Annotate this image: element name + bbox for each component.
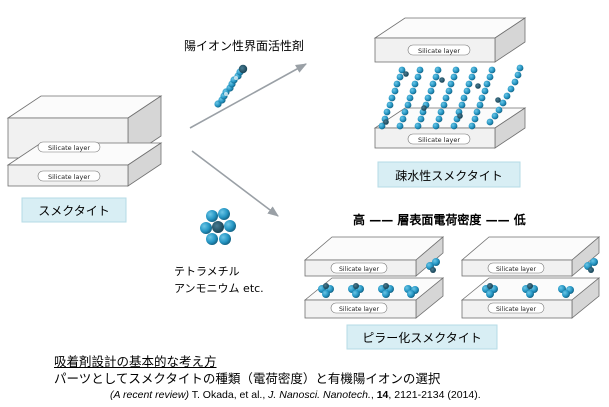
density-dash: —— — [485, 213, 510, 227]
reference-authors: T. Okada, et al., — [188, 389, 269, 401]
surfactant-chain — [468, 66, 496, 130]
svg-text:Silicate layer: Silicate layer — [48, 144, 90, 152]
surfactant-chain — [432, 66, 460, 130]
charge-density-scale: 高 —— 層表面電荷密度 —— 低 — [353, 211, 526, 228]
reference-volume: 14 — [376, 389, 389, 401]
pillared-smectite-label-box: ピラー化スメクタイト — [346, 324, 498, 350]
svg-text:Silicate layer: Silicate layer — [418, 47, 460, 55]
smectite-stack: Silicate layer Silicate layer — [6, 95, 163, 187]
silicate-layer-label: Silicate layer — [330, 262, 388, 274]
svg-text:ピラー化スメクタイト: ピラー化スメクタイト — [362, 331, 482, 345]
surfactant-chain — [414, 66, 442, 130]
svg-text:スメクタイト: スメクタイト — [38, 204, 110, 218]
hydrophobic-smectite-stack: Silicate layer — [373, 17, 527, 149]
surfactant-molecule-icon — [214, 64, 248, 108]
svg-text:Silicate layer: Silicate layer — [496, 306, 536, 313]
pillar-cations — [318, 258, 440, 298]
density-dash: —— — [369, 213, 394, 227]
arrow-to-pillared — [191, 150, 279, 217]
design-heading: 吸着剤設計の基本的な考え方 — [54, 354, 217, 369]
surfactant-chain — [486, 64, 524, 126]
svg-text:Silicate layer: Silicate layer — [418, 136, 460, 144]
tma-label-line1: テトラメチル — [174, 265, 240, 278]
tma-label-line2: アンモニウム etc. — [174, 282, 264, 295]
density-high-label: 高 — [353, 213, 366, 227]
pillar-cations — [482, 258, 598, 298]
silicate-layer-label: Silicate layer — [330, 302, 388, 314]
svg-text:Silicate layer: Silicate layer — [339, 306, 379, 313]
silicate-layer-label: Silicate layer — [487, 302, 545, 314]
hydrophobic-smectite-label-box: 疎水性スメクタイト — [377, 161, 521, 188]
pillared-smectite-stack-high: Silicate layer Silicate layer — [303, 236, 445, 319]
design-description: パーツとしてスメクタイトの種類（電荷密度）と有機陽イオンの選択 — [54, 371, 441, 386]
svg-text:Silicate layer: Silicate layer — [339, 266, 379, 273]
reference-journal: J. Nanosci. Nanotech. — [268, 389, 371, 401]
density-low-label: 低 — [513, 213, 526, 227]
svg-text:Silicate layer: Silicate layer — [48, 173, 90, 181]
cationic-surfactant-label: 陽イオン性界面活性剤 — [184, 39, 305, 53]
surfactant-chain — [396, 66, 424, 130]
arrow-to-hydrophobic — [189, 63, 307, 129]
tetramethylammonium-icon — [200, 208, 236, 245]
reference-citation: (A recent review) T. Okada, et al., J. N… — [110, 389, 481, 401]
silicate-plate — [373, 17, 527, 63]
intercalated-surfactants — [378, 64, 524, 130]
svg-text:疎水性スメクタイト: 疎水性スメクタイト — [395, 169, 503, 183]
reference-review-tag: (A recent review) — [110, 389, 189, 401]
density-text: 層表面電荷密度 — [397, 213, 482, 227]
reference-separator: , — [370, 389, 377, 401]
smectite-label-box: スメクタイト — [21, 197, 127, 223]
silicate-layer-label: Silicate layer — [37, 170, 101, 182]
silicate-layer-label: Silicate layer — [407, 44, 471, 56]
surfactant-chain — [450, 66, 478, 130]
svg-text:Silicate layer: Silicate layer — [496, 266, 536, 273]
silicate-layer-label: Silicate layer — [407, 133, 471, 145]
tma-label: テトラメチル アンモニウム etc. — [174, 263, 264, 297]
silicate-layer-label: Silicate layer — [487, 262, 545, 274]
pillared-smectite-stack-low: Silicate layer Silicate layer — [460, 236, 601, 319]
reference-pages: , 2121-2134 (2014). — [388, 389, 481, 401]
silicate-layer-label: Silicate layer — [37, 141, 101, 153]
